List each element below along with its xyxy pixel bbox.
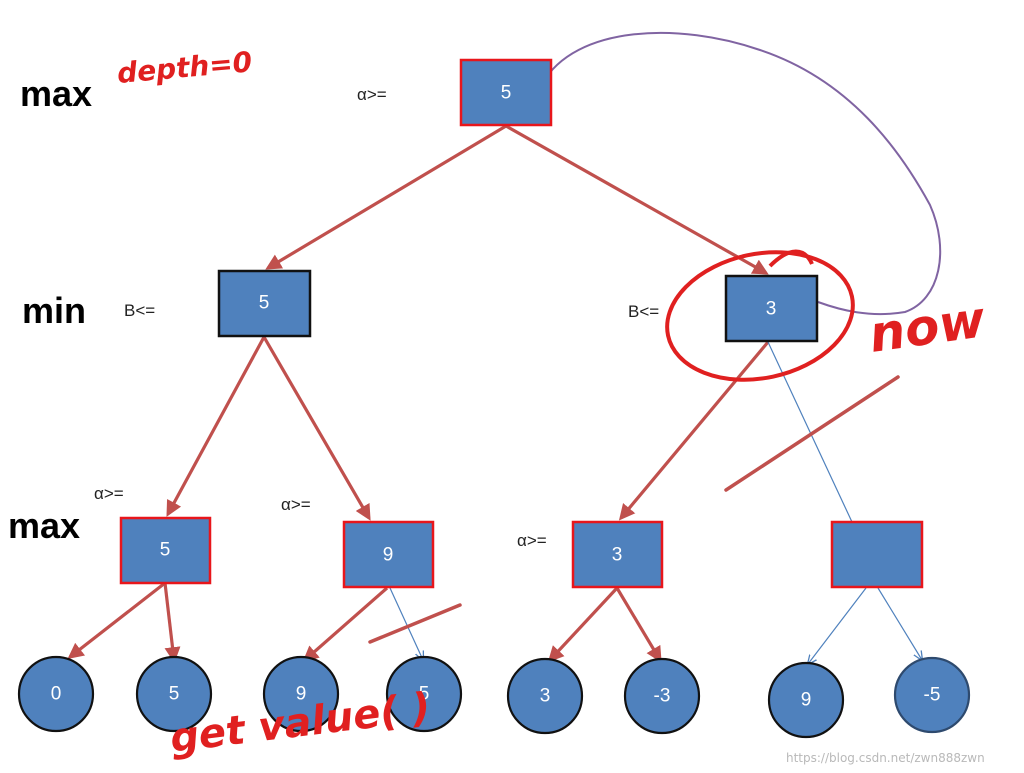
annotation-now: now xyxy=(866,290,990,364)
watermark-text: https://blog.csdn.net/zwn888zwn xyxy=(786,751,985,765)
max-node-2 xyxy=(342,520,435,589)
leaf-1 xyxy=(17,655,95,733)
beta-label-min-left: B<= xyxy=(124,301,155,320)
max-node-4 xyxy=(830,520,924,589)
alpha-label-max-3: α>= xyxy=(517,531,547,550)
leaf-5 xyxy=(506,657,584,735)
leaf-4 xyxy=(385,655,463,733)
level-label-max-bottom: max xyxy=(8,505,80,546)
min-node-right-value: 3 xyxy=(766,299,777,320)
alpha-label-root: α>= xyxy=(357,85,387,104)
leaf-6 xyxy=(623,657,701,735)
annotation-prune-stroke-right xyxy=(724,375,900,492)
beta-label-min-right: B<= xyxy=(628,302,659,321)
return-loop-stroke xyxy=(541,31,942,316)
leaf-8-value: -5 xyxy=(924,685,941,706)
leaf-1-value: 0 xyxy=(51,684,62,705)
edge-root-to-min-left xyxy=(265,124,507,270)
alpha-label-max-2: α>= xyxy=(281,495,311,514)
edge-min-left-to-max-2 xyxy=(262,336,371,521)
min-node-left xyxy=(217,269,312,338)
leaf-7-value: 9 xyxy=(801,690,812,711)
max-node-2-value: 9 xyxy=(383,545,394,566)
edge-max-1-to-leaf-1 xyxy=(67,581,166,659)
root-node xyxy=(459,58,553,127)
leaf-2-value: 5 xyxy=(169,684,180,705)
min-node-left-value: 5 xyxy=(259,293,270,314)
max-node-1 xyxy=(119,516,212,585)
edge-min-right-to-max-3 xyxy=(618,340,770,521)
leaf-7 xyxy=(767,661,845,739)
annotation-now-circle xyxy=(665,250,855,382)
level-label-min: min xyxy=(22,290,86,331)
leaf-3-value: 9 xyxy=(296,684,307,705)
leaf-3 xyxy=(262,655,340,733)
annotation-depth: depth=0 xyxy=(116,45,254,90)
edge-min-right-to-max-4 xyxy=(767,341,853,523)
alpha-label-max-1: α>= xyxy=(94,484,124,503)
leaf-2 xyxy=(135,655,213,733)
edge-root-to-min-right xyxy=(505,124,769,275)
max-node-3 xyxy=(571,520,664,589)
edge-max-1-to-leaf-2 xyxy=(163,582,181,664)
edge-max-4-to-leaf-7 xyxy=(808,587,867,664)
edge-min-left-to-max-1 xyxy=(166,336,266,517)
annotation-now-circle-tail xyxy=(768,249,814,268)
leaf-6-value: -3 xyxy=(654,686,671,707)
edge-max-4-to-leaf-8 xyxy=(877,587,922,660)
min-node-right xyxy=(724,274,819,343)
leaf-4-value: 5 xyxy=(419,684,430,705)
edge-max-2-to-leaf-4 xyxy=(389,587,423,660)
edge-max-2-to-leaf-3 xyxy=(302,586,389,663)
edge-max-3-to-leaf-5 xyxy=(547,586,619,663)
edge-max-3-to-leaf-6 xyxy=(615,587,662,663)
max-node-1-value: 5 xyxy=(160,540,171,561)
root-node-value: 5 xyxy=(501,83,512,104)
max-node-3-value: 3 xyxy=(612,545,623,566)
annotation-prune-stroke-left xyxy=(368,603,462,644)
leaf-8 xyxy=(893,656,971,734)
leaf-5-value: 3 xyxy=(540,686,551,707)
level-label-max-top: max xyxy=(20,73,92,114)
